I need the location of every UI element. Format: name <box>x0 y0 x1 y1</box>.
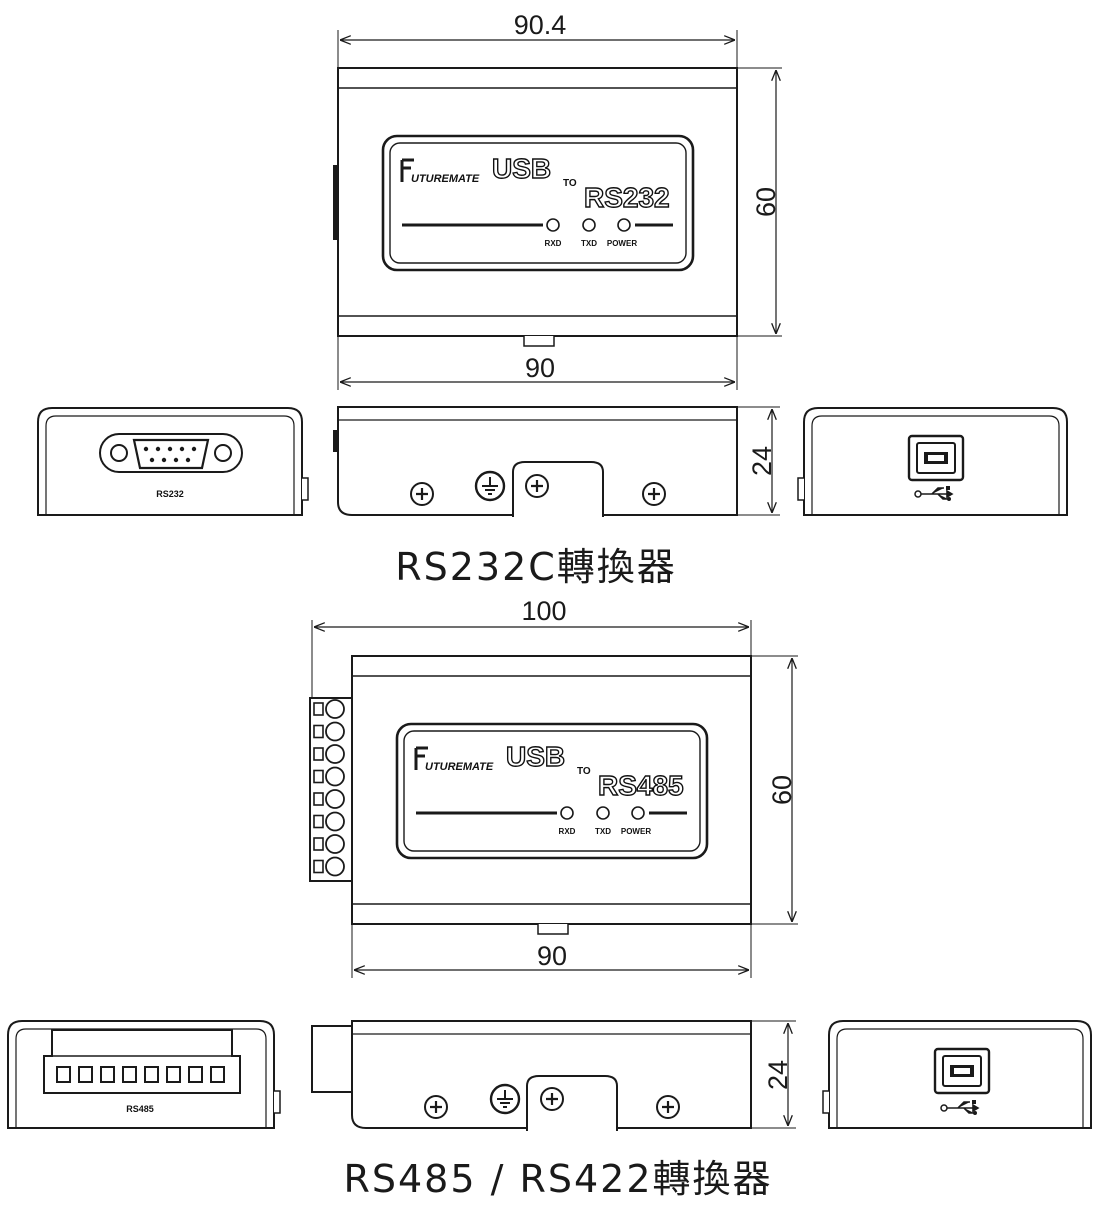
rs232-port-end-view: RS232 <box>37 407 309 516</box>
terminal-opening <box>144 1066 159 1083</box>
txd-led-icon <box>582 218 596 232</box>
futuremate-logo-icon <box>414 746 428 770</box>
rs232-top-view: 90.4 UTUREMATE USB TO RS232 RXD TXD POWE… <box>333 10 782 390</box>
rs232-led-power: POWER <box>607 239 637 248</box>
terminal-slot <box>313 769 324 784</box>
rs485-protocol-label: RS485 <box>598 770 684 801</box>
rs232-long-side-view: 24 <box>333 406 780 518</box>
terminal-opening <box>122 1066 137 1083</box>
rxd-led-icon <box>560 806 574 820</box>
rs485-to-label: TO <box>577 766 591 777</box>
rs232-brand-label: UTUREMATE <box>411 173 480 185</box>
rs232-width-bottom-label: 90 <box>525 353 555 383</box>
rs485-width-top-label: 100 <box>521 596 566 626</box>
usb-b-port-icon <box>933 1047 991 1095</box>
terminal-block-icon <box>43 1029 241 1094</box>
rs232-side-height-label: 24 <box>747 446 777 476</box>
terminal-opening <box>100 1066 115 1083</box>
rs485-side-height-label: 24 <box>763 1060 793 1090</box>
rs232-usb-label: USB <box>492 153 551 184</box>
rs232-width-top-label: 90.4 <box>514 10 567 40</box>
screw-icon <box>423 1094 449 1120</box>
terminal-opening <box>78 1066 93 1083</box>
rs485-long-side-view: 24 <box>311 1020 796 1132</box>
terminal-slot <box>313 724 324 739</box>
terminal-screw <box>325 721 345 742</box>
terminal-opening <box>166 1066 181 1083</box>
txd-led-icon <box>596 806 610 820</box>
rs232-led-rxd: RXD <box>545 239 562 248</box>
db9-connector-icon <box>99 433 243 473</box>
screw-icon <box>641 481 667 507</box>
rs232-height-label: 60 <box>751 187 781 217</box>
terminal-opening <box>210 1066 225 1083</box>
rs232-protocol-label: RS232 <box>584 182 670 213</box>
rs485-height-label: 60 <box>767 775 797 805</box>
rs232-usb-end-view <box>797 407 1068 516</box>
terminal-screw <box>325 766 345 787</box>
rs485-led-txd: TXD <box>595 827 611 836</box>
screw-icon <box>655 1094 681 1120</box>
rs485-width-bottom-label: 90 <box>537 941 567 971</box>
terminal-screw <box>325 834 345 854</box>
screw-icon <box>524 473 550 499</box>
terminal-slot <box>313 702 324 716</box>
rs485-front-label-panel: UTUREMATE USB TO RS485 RXD TXD POWER <box>395 722 709 860</box>
terminal-slot <box>313 792 324 806</box>
rs232-led-txd: TXD <box>581 239 597 248</box>
rs485-top-view: 100 UTUREMATE USB TO RS485 RXD TXD POWER <box>309 596 798 978</box>
terminal-screw <box>325 744 345 764</box>
rs485-caption: RS485 / RS422轉換器 <box>343 1157 772 1201</box>
rs232-caption: RS232C轉換器 <box>395 545 677 589</box>
power-led-icon <box>631 806 645 820</box>
rxd-led-icon <box>546 218 560 232</box>
terminal-slot <box>313 859 324 874</box>
screw-icon <box>409 481 435 507</box>
rs485-led-power: POWER <box>621 827 651 836</box>
rs485-port-label: RS485 <box>126 1104 154 1114</box>
screw-icon <box>539 1086 565 1112</box>
power-led-icon <box>617 218 631 232</box>
terminal-slot <box>313 814 324 829</box>
rs485-brand-label: UTUREMATE <box>425 761 494 773</box>
terminal-screw <box>325 789 345 809</box>
rs232-port-label: RS232 <box>156 489 184 499</box>
terminal-block-icon <box>309 697 353 882</box>
ground-symbol-icon <box>474 470 506 502</box>
terminal-screw <box>325 811 345 832</box>
futuremate-logo-icon <box>400 158 414 182</box>
terminal-opening <box>188 1066 203 1083</box>
rs485-usb-label: USB <box>506 741 565 772</box>
rs232-to-label: TO <box>563 178 577 189</box>
rs485-port-end-view: RS485 <box>7 1020 281 1129</box>
terminal-slot <box>313 837 324 851</box>
rs485-led-rxd: RXD <box>559 827 576 836</box>
rs232-front-label-panel: UTUREMATE USB TO RS232 RXD TXD POWER <box>381 134 695 272</box>
terminal-slot <box>313 747 324 761</box>
terminal-screw <box>325 856 345 877</box>
terminal-opening <box>56 1066 71 1083</box>
rs485-usb-end-view <box>822 1020 1092 1129</box>
ground-symbol-icon <box>489 1083 521 1115</box>
usb-b-port-icon <box>907 434 965 482</box>
terminal-screw <box>325 699 345 719</box>
